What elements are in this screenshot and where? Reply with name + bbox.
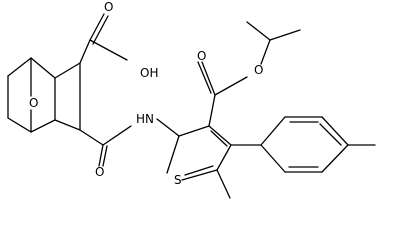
bond-line <box>269 29 301 41</box>
ester-oxygen-label: O <box>254 63 263 77</box>
bond-line <box>89 39 128 61</box>
bond-line <box>102 125 132 146</box>
carboxyl-oh-label: OH <box>140 66 158 80</box>
bond-line <box>197 61 212 94</box>
bond-line <box>246 21 271 41</box>
bond-line <box>181 169 218 181</box>
bond-line <box>79 129 104 146</box>
bond-line <box>30 119 56 133</box>
bond-line <box>216 144 232 171</box>
bond-line <box>7 117 32 133</box>
bond-line <box>260 39 271 65</box>
bond-line <box>30 57 56 79</box>
bond-line <box>89 13 105 41</box>
bridge-oxygen-label: O <box>29 96 38 110</box>
thiophene-sulfur-label: S <box>174 173 182 187</box>
amide-h-label: H <box>136 112 145 126</box>
bond-line <box>321 116 349 146</box>
atom-labels: OH O O H N O O O S <box>29 0 263 187</box>
bond-line <box>321 144 349 173</box>
molecule-structure-diagram: OH O O H N O O O S <box>7 0 376 199</box>
carboxyl-oxygen-label: O <box>104 0 113 14</box>
bond-line <box>54 119 81 131</box>
bond-line <box>184 165 214 176</box>
bond-line <box>54 62 81 79</box>
bond-line <box>208 125 232 146</box>
bond-line <box>178 125 210 137</box>
bond-line <box>98 144 104 167</box>
bond-line <box>260 116 286 146</box>
bond-line <box>7 57 32 77</box>
bond-line <box>201 61 216 96</box>
amide-nitrogen-label: N <box>145 112 154 126</box>
bond-lines <box>7 13 376 199</box>
bond-line <box>166 135 180 174</box>
bond-line <box>102 145 108 167</box>
bond-line <box>216 169 231 199</box>
bond-line <box>92 15 109 45</box>
bond-line <box>260 144 286 173</box>
bond-line <box>79 39 91 64</box>
ester-carbonyl-oxygen-label: O <box>197 49 206 63</box>
bond-line <box>208 94 216 127</box>
bond-line <box>156 118 180 137</box>
bond-line <box>319 123 342 146</box>
bond-line <box>214 76 248 96</box>
amide-oxygen-label: O <box>95 165 104 179</box>
bond-line <box>210 130 228 147</box>
